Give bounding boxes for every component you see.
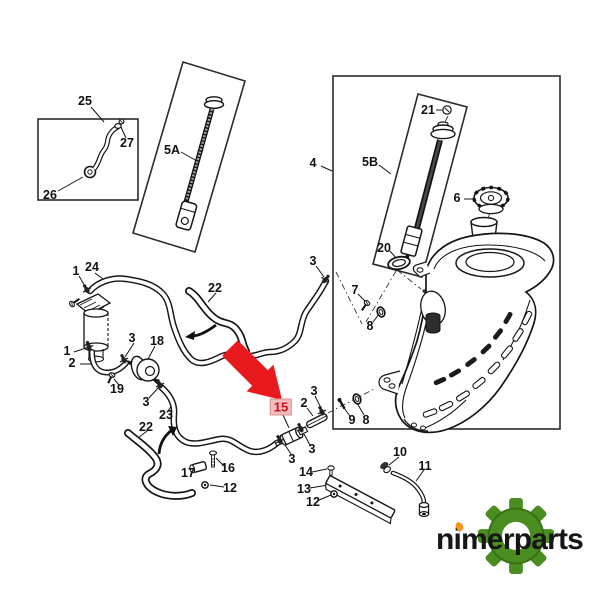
bolt-16: [208, 450, 218, 468]
tube-11: [390, 470, 430, 518]
gasket-20: [387, 255, 411, 271]
hose-23: [157, 383, 281, 456]
gear-icon: [477, 497, 555, 575]
nut-12-right: [330, 490, 338, 498]
inset-box-5b: [372, 93, 468, 278]
leader-lines: [57, 106, 476, 501]
brand-logo[interactable]: nimerparts: [430, 492, 600, 592]
hose-22-lower: [124, 429, 196, 500]
grommet-8-lower: [351, 392, 363, 406]
pin-9: [337, 397, 346, 410]
screw-7: [358, 298, 372, 314]
clip-17: [189, 461, 208, 474]
bolt-14: [327, 465, 335, 476]
construction-lines: [327, 115, 491, 414]
nut-12-left: [201, 481, 209, 489]
hose-25-assembly: [83, 118, 125, 179]
highlight-arrow: [222, 340, 282, 400]
fuel-pump-18: [127, 355, 163, 388]
screw-21: [442, 105, 452, 115]
hose-24: [86, 275, 330, 367]
fitting-10: [380, 461, 392, 474]
fitting-15: [273, 426, 309, 447]
fuel-tank: [378, 232, 555, 434]
hose-2: [89, 349, 129, 376]
fuel-sender-5b: [387, 105, 456, 271]
fuel-cap: [472, 185, 510, 215]
direction-arrows: [157, 323, 217, 455]
mounting-bracket-13: [325, 475, 396, 525]
hose-22-upper: [185, 287, 250, 355]
connector-2: [305, 413, 328, 429]
fuel-filter: [75, 293, 112, 363]
inset-box-25: [37, 118, 139, 201]
dipstick-5a: [175, 96, 225, 231]
inset-box-5a: [132, 60, 246, 254]
